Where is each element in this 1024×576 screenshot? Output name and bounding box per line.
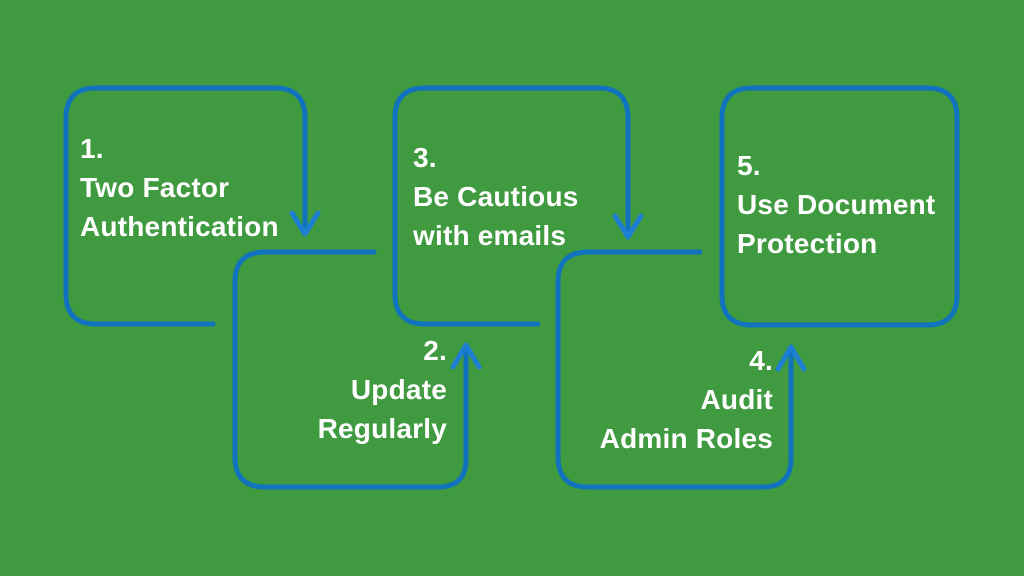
step-2-title-line: Update [350, 374, 447, 405]
step-5-title-line: Protection [737, 228, 878, 259]
step-4-title-line: Audit [700, 384, 773, 415]
step-3-number: 3. [413, 142, 437, 173]
step-4-label: 4. Audit Admin Roles [559, 341, 773, 458]
step-3-box-outline [392, 85, 631, 327]
step-1-title-line: Two Factor [80, 172, 230, 203]
step-4-title-line: Admin Roles [599, 423, 773, 454]
step-5-label: 5. Use Document Protection [737, 146, 967, 263]
step-4-box-outline [555, 249, 794, 490]
step-3-label: 3. Be Cautious with emails [413, 138, 653, 255]
arrow-down-icon [289, 210, 321, 237]
step-4-number: 4. [749, 345, 773, 376]
step-1-label: 1. Two Factor Authentication [80, 129, 360, 246]
step-2-label: 2. Update Regularly [239, 331, 447, 448]
step-2-number: 2. [423, 335, 447, 366]
step-5-box-outline [719, 85, 960, 328]
arrow-down-icon [612, 213, 644, 240]
step-1-title-line: Authentication [80, 211, 279, 242]
step-2-title-line: Regularly [317, 413, 447, 444]
step-2-box-outline [232, 249, 469, 490]
step-3-title-line: with emails [413, 220, 567, 251]
arrow-up-icon [450, 342, 482, 370]
step-5-number: 5. [737, 150, 761, 181]
step-3-title-line: Be Cautious [413, 181, 579, 212]
step-5-title-line: Use Document [737, 189, 936, 220]
step-1-box-outline [63, 85, 308, 327]
step-1-number: 1. [80, 133, 104, 164]
arrow-up-icon [775, 344, 807, 372]
